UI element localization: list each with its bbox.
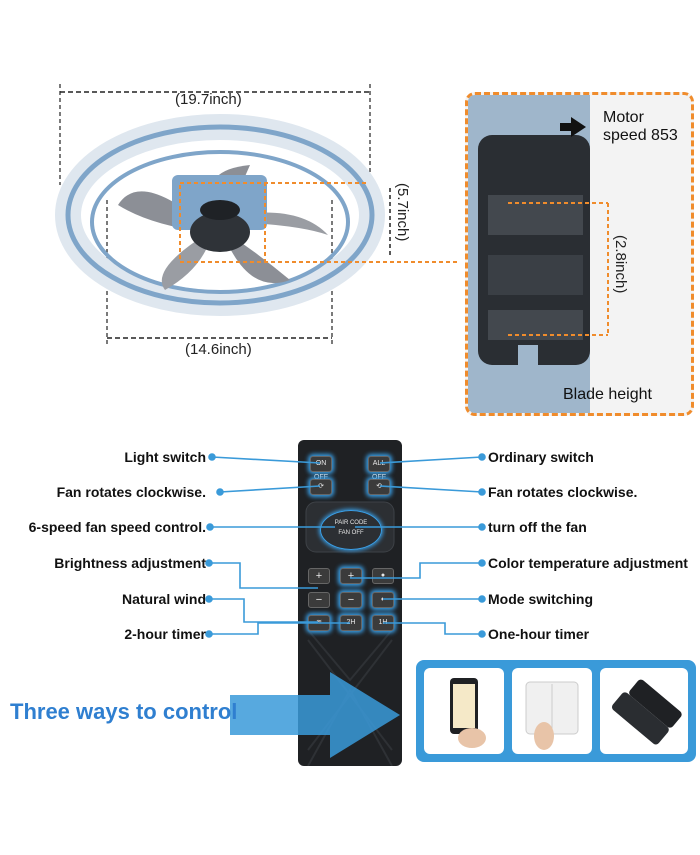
all-off-button[interactable]: ALL OFF: [368, 456, 390, 481]
mode-switching-button[interactable]: ◐: [372, 592, 394, 608]
fan-drawing: [55, 84, 468, 345]
on-off-button[interactable]: ON OFF: [310, 456, 332, 481]
fan-dimension-illustration: (19.7inch) (14.6inch) (5.7inch): [0, 0, 468, 400]
timer-1h-button[interactable]: 1H: [372, 615, 394, 631]
blade-height-dimension: (2.8inch): [612, 235, 629, 294]
motor-label-line2: speed 853: [603, 127, 678, 144]
app-control-tile: [424, 668, 504, 754]
blade-height-label: Blade height: [563, 386, 652, 403]
callout-ordinary-switch: Ordinary switch: [488, 449, 594, 465]
motor-label: Motor speed 853: [603, 109, 678, 145]
color-temp-minus-button[interactable]: −: [340, 592, 362, 608]
outer-width-label: (19.7inch): [175, 91, 242, 108]
callout-mode-switching: Mode switching: [488, 591, 593, 607]
callout-color-temperature: Color temperature adjustment: [488, 555, 688, 571]
fan-clockwise-right-button[interactable]: ⟲: [368, 479, 390, 495]
banner-arrow: [230, 672, 400, 758]
motor-label-line1: Motor: [603, 109, 644, 126]
pair-code-label: PAIR CODE: [334, 520, 368, 526]
motor-detail-drawing: [468, 95, 609, 413]
callout-turn-off-fan: turn off the fan: [488, 519, 587, 535]
callout-natural-wind: Natural wind: [121, 591, 206, 607]
color-temp-plus-button[interactable]: +: [340, 568, 362, 584]
remote-icon: [611, 679, 682, 745]
callout-1h-timer: One-hour timer: [488, 626, 590, 642]
control-methods-panel: [416, 660, 696, 762]
timer-2h-button[interactable]: 2H: [340, 615, 362, 631]
callout-light-switch: Light switch: [124, 449, 206, 465]
wall-switch-icon: [525, 681, 579, 750]
brightness-plus-button[interactable]: +: [308, 568, 330, 584]
fan-clockwise-left-button[interactable]: ⟳: [310, 479, 332, 495]
inner-width-label: (14.6inch): [185, 341, 252, 358]
fan-speed-control[interactable]: PAIR CODE FAN OFF: [320, 510, 382, 550]
smartphone-icon: [450, 678, 486, 748]
natural-wind-button[interactable]: ≋: [308, 615, 330, 631]
callout-2h-timer: 2-hour timer: [124, 626, 206, 642]
wall-switch-tile: [512, 668, 592, 754]
callout-fan-clockwise-right: Fan rotates clockwise.: [488, 484, 638, 500]
brightness-minus-button[interactable]: −: [308, 592, 330, 608]
toggle-button[interactable]: ●: [372, 568, 394, 584]
callout-six-speed: 6-speed fan speed control.: [28, 519, 206, 535]
callout-fan-clockwise-left: Fan rotates clockwise.: [56, 484, 206, 500]
remote-tile: [600, 668, 688, 754]
motor-detail-panel: Motor speed 853 (2.8inch) Blade height: [465, 92, 694, 416]
fan-off-button[interactable]: FAN OFF: [338, 530, 364, 536]
callout-brightness: Brightness adjustment: [54, 555, 206, 571]
banner-text: Three ways to control: [10, 699, 238, 724]
height-label: (5.7inch): [394, 183, 411, 242]
